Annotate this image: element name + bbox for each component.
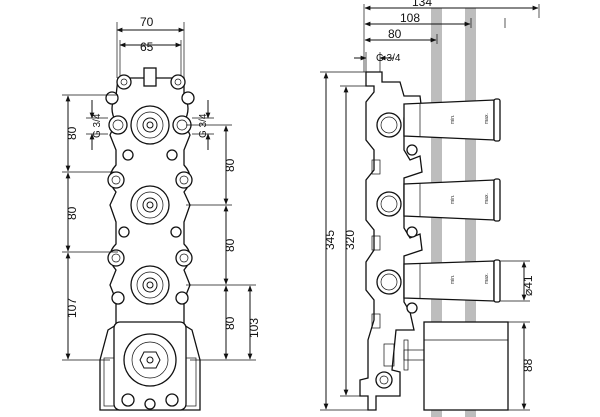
front-view: 70 65	[62, 15, 261, 412]
dim-left-1: 80	[65, 126, 79, 140]
side-view: 134 108 80 G 3/4 min. max.	[320, 0, 540, 417]
dim-body-height: 320	[343, 230, 357, 250]
extension-sleeve-1: min. max.	[403, 98, 501, 142]
dim-side-top-2: 108	[400, 11, 420, 25]
dim-width-outer: 70	[140, 15, 154, 29]
thread-label-left: G 3/4	[92, 113, 103, 138]
pipe-3-min: min.	[450, 275, 456, 284]
dim-pipe-diameter: ⌀41	[521, 275, 535, 296]
dim-right-2: 80	[223, 238, 237, 252]
pipe-1-max: max.	[484, 113, 490, 124]
dim-width-inner: 65	[140, 40, 154, 54]
dim-right-3: 80	[223, 316, 237, 330]
dim-right-1: 80	[223, 158, 237, 172]
thread-label-right: G 3/4	[198, 113, 209, 138]
dim-left-2: 80	[65, 206, 79, 220]
pipe-3-max: max.	[484, 273, 490, 284]
extension-sleeve-3: min. max.	[403, 259, 501, 303]
extension-sleeve-2: min. max.	[403, 178, 501, 222]
thread-label-side: G 3/4	[376, 53, 401, 64]
dim-right-total: 103	[247, 318, 261, 338]
pipe-2-max: max.	[484, 193, 490, 204]
dim-side-top-1: 134	[412, 0, 432, 9]
pipe-2-min: min.	[450, 195, 456, 204]
dim-box-height: 88	[521, 358, 535, 372]
dim-total-height: 345	[323, 230, 337, 250]
pipe-1-min: min.	[450, 115, 456, 124]
dim-side-top-3: 80	[388, 27, 402, 41]
dim-left-3: 107	[65, 298, 79, 318]
